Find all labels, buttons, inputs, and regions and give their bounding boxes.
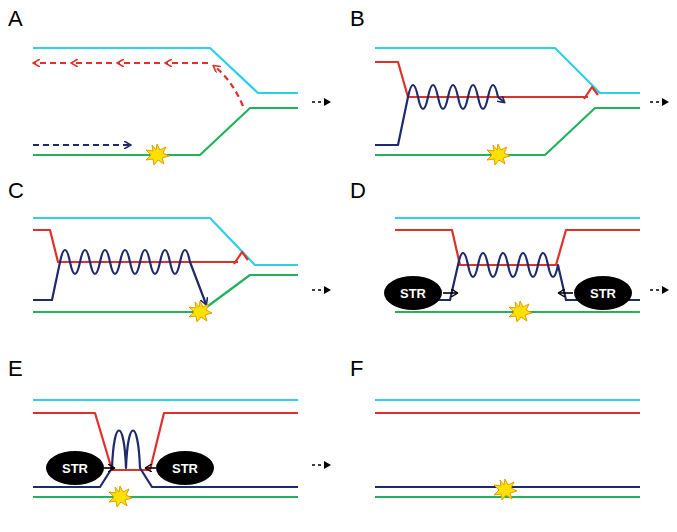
str-oval: STR [384,276,442,310]
str-oval: STR [574,276,632,310]
str-label: STR [172,462,198,475]
panel-letter: B [350,8,365,30]
panel-letter: A [8,8,23,30]
panel-letter: D [350,180,366,202]
str-oval: STR [46,451,104,485]
str-oval: STR [156,451,214,485]
panel-letter: E [8,358,23,380]
panel-letter: C [8,180,24,202]
str-label: STR [62,462,88,475]
panel-letter: F [350,358,363,380]
str-label: STR [400,287,426,300]
str-label: STR [590,287,616,300]
